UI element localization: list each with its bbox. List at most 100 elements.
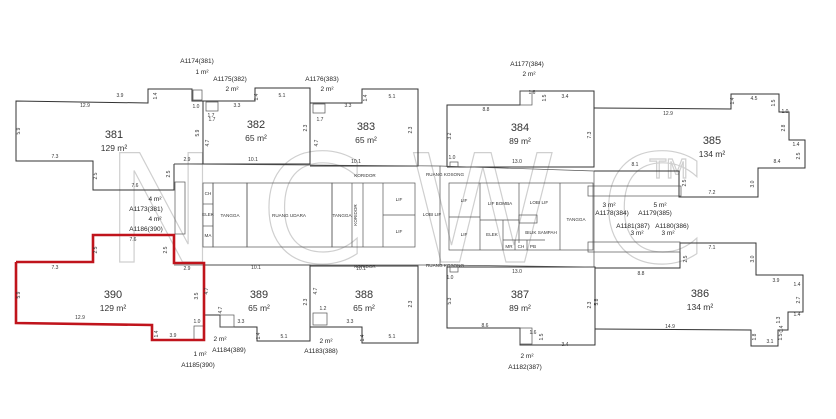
dimension-label: 12.9	[75, 315, 85, 321]
annex-code: A1184(389)	[212, 347, 246, 354]
core-room-label: LIF	[461, 198, 468, 203]
dimension-label: 3.9	[773, 278, 780, 284]
unit-387-outline	[446, 266, 596, 346]
dimension-label: 14.9	[665, 324, 675, 330]
dimension-label: 5.9	[16, 291, 22, 298]
annex-code: A1183(388)	[304, 348, 338, 355]
unit-number[interactable]: 384	[511, 122, 529, 134]
dimension-label: 3.4	[562, 342, 569, 348]
annex-area: 2 m²	[321, 86, 335, 93]
dimension-label: 1.4	[153, 92, 159, 99]
annex-code: A1180(386)	[655, 223, 689, 230]
core-room-label: MR	[505, 244, 513, 249]
watermark-tm: TM	[649, 155, 688, 185]
dimension-label: 2.3	[303, 298, 309, 305]
dimension-label: 1.5	[778, 333, 784, 340]
dimension-label: 2.5	[796, 152, 802, 159]
dimension-label: 12.9	[663, 111, 673, 117]
dimension-label: 0.4	[779, 325, 785, 332]
dimension-label: 2.5	[93, 246, 99, 253]
dimension-label: 1.6	[529, 90, 536, 96]
annex-code: A1185(390)	[181, 362, 215, 369]
unit-382-outline	[203, 87, 311, 165]
dimension-label: 3.9	[170, 333, 177, 339]
dimension-label: 5.9	[16, 127, 22, 134]
unit-number[interactable]: 390	[104, 289, 122, 301]
unit-number[interactable]: 386	[691, 288, 709, 300]
dimension-label: 2.5	[93, 172, 99, 179]
dimension-label: 3.0	[750, 180, 756, 187]
dimension-label: 3.3	[234, 103, 241, 109]
dimension-label: 10.1	[248, 157, 258, 163]
dimension-label: 1.0	[782, 109, 789, 115]
dimension-label: 3.3	[238, 319, 245, 325]
dimension-label: 7.3	[52, 265, 59, 271]
dimension-label: 1.4	[254, 93, 260, 100]
dimension-label: 3.3	[347, 319, 354, 325]
unit-385-outline	[593, 93, 806, 198]
unit-number[interactable]: 388	[355, 289, 373, 301]
unit-number[interactable]: 385	[703, 135, 721, 147]
dimension-label: 1.2	[320, 306, 327, 312]
dimension-label: 2.5	[682, 179, 688, 186]
core-room-label: LIF	[396, 229, 403, 234]
core-room-label: LIF	[461, 232, 468, 237]
dimension-label: 3.4	[562, 94, 569, 100]
dimension-label: 2.3	[303, 124, 309, 131]
core-room-label: RUANG KOSONG	[426, 172, 464, 177]
dimension-label: 4.7	[205, 139, 211, 146]
dimension-label: 8.8	[483, 107, 490, 113]
dimension-label: 2.5	[166, 170, 172, 177]
dimension-label: 2.3	[408, 126, 414, 133]
unit-number[interactable]: 382	[247, 119, 265, 131]
dimension-label: 1.4	[794, 282, 801, 288]
dimension-label: 4.7	[313, 287, 319, 294]
dimension-label: 1.5	[542, 94, 548, 101]
dimension-label: 1.5	[771, 99, 777, 106]
annex-code: A1175(382)	[213, 76, 247, 83]
annex-area: 3 m²	[662, 230, 676, 237]
dimension-label: 3.5	[194, 292, 200, 299]
core-room-label: CH	[205, 191, 212, 196]
dimension-label: 8.6	[482, 323, 489, 329]
dimension-label: 12.9	[80, 103, 90, 109]
dimension-label: 13.0	[512, 159, 522, 165]
core-room-label: LOBI LIF	[423, 212, 442, 217]
dimension-label: 4.5	[751, 96, 758, 102]
dimension-label: 1.0	[193, 104, 200, 110]
core-room-label: ELEK	[202, 212, 215, 217]
annex-area: 1 m²	[196, 69, 210, 76]
core-room-label: KORIDOR	[353, 204, 358, 226]
unit-number[interactable]: 381	[105, 129, 123, 141]
dimension-label: 7.6	[130, 237, 137, 243]
unit-number[interactable]: 389	[250, 289, 268, 301]
dimension-label: 5.1	[279, 93, 286, 99]
annex-area: 4 m²	[149, 216, 163, 223]
dimension-label: 3.3	[345, 103, 352, 109]
annex-code: A1173(381)	[129, 206, 163, 213]
dimension-label: 1.8	[752, 333, 758, 340]
unit-number[interactable]: 387	[511, 289, 529, 301]
unit-number[interactable]: 383	[357, 121, 375, 133]
annex-area: 2 m²	[320, 338, 334, 345]
annex-area: 2 m²	[214, 336, 228, 343]
annex-code: A1174(381)	[180, 58, 214, 65]
core-room-label: RUANG KOSONG	[426, 263, 464, 268]
dimension-label: 1.7	[208, 113, 215, 119]
core-area	[173, 163, 595, 268]
annex-area: 4 m²	[149, 196, 163, 203]
annex-area: 5 m²	[654, 202, 668, 209]
unit-area: 134 m²	[699, 149, 726, 159]
dimension-label: 5.1	[389, 94, 396, 100]
dimension-label: 2.7	[796, 296, 802, 303]
dimension-label: 2.3	[408, 300, 414, 307]
dimension-label: 4.7	[218, 306, 224, 313]
dimension-label: 7.6	[132, 183, 139, 189]
unit-area: 129 m²	[101, 143, 128, 153]
dimension-label: 2.8	[781, 124, 787, 131]
unit-390-outline-highlighted[interactable]	[14, 233, 206, 342]
annex-code: A1181(387)	[616, 223, 650, 230]
dimension-label: 2.3	[587, 301, 593, 308]
dimension-label: 7.3	[52, 154, 59, 160]
dimension-label: 8.4	[774, 159, 781, 165]
